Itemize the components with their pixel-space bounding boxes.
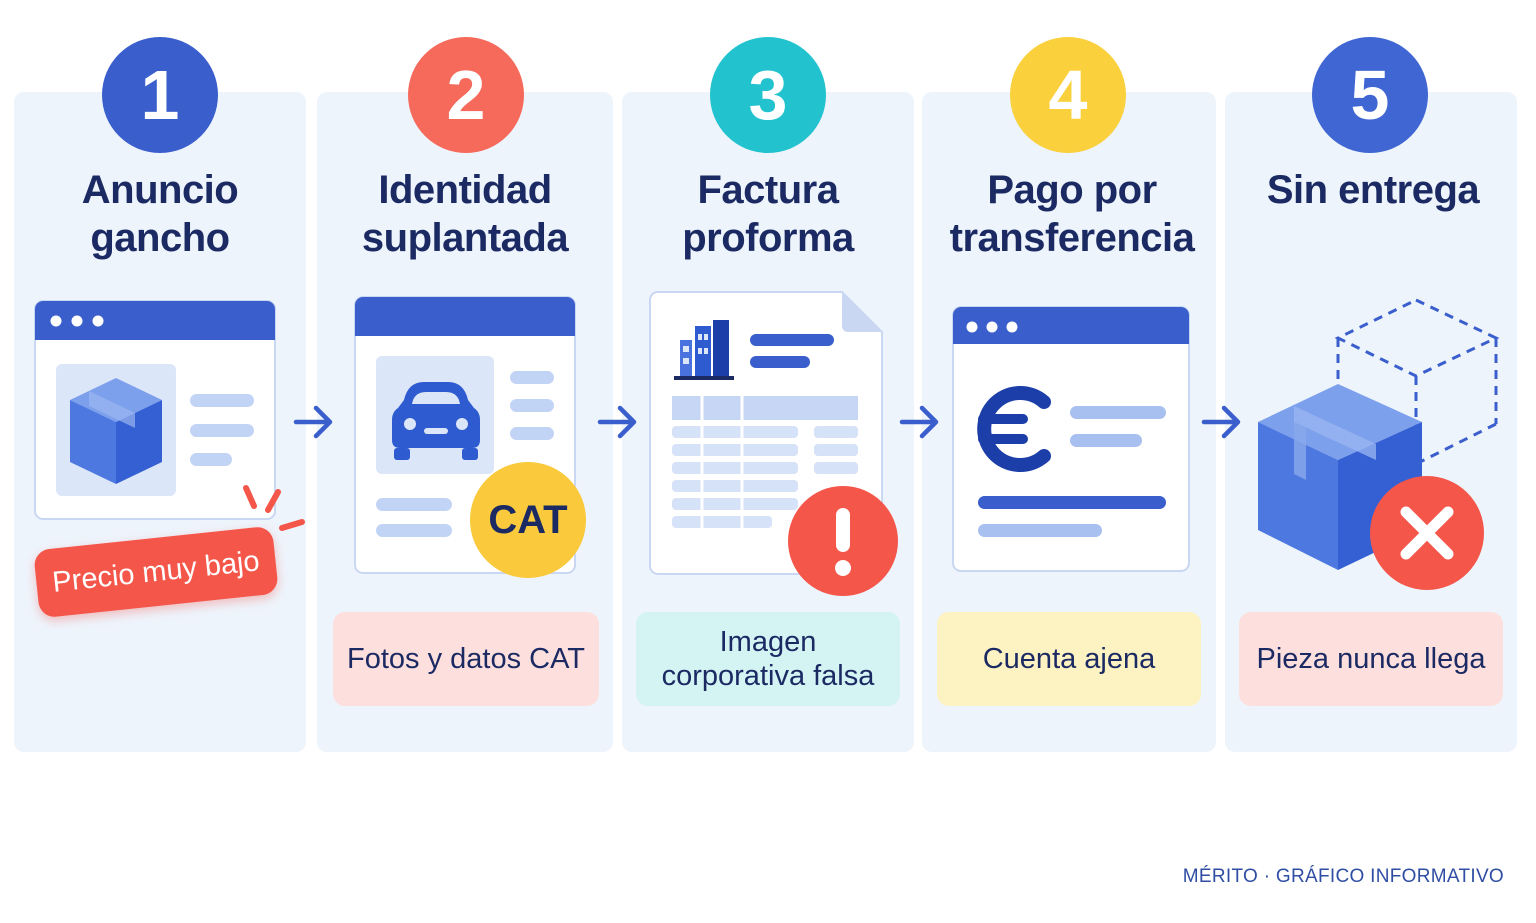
step-pill-3-line-1: Imagen bbox=[719, 626, 817, 658]
step-title-1: Anuncio gancho bbox=[14, 166, 306, 262]
step-title-3: Factura proforma bbox=[622, 166, 914, 262]
step-pill-2-line-1: Fotos y datos CAT bbox=[347, 643, 585, 675]
step-number-2: 2 bbox=[408, 37, 524, 153]
browser-window-box-icon bbox=[34, 300, 276, 520]
step-title-3-line-2: proforma bbox=[682, 216, 854, 260]
footer-credit: MÉRITO · GRÁFICO INFORMATIVO bbox=[1182, 866, 1504, 887]
arrow-right-icon bbox=[293, 405, 333, 439]
step-title-1-line-2: gancho bbox=[90, 216, 230, 260]
arrow-right-icon bbox=[899, 405, 939, 439]
step-title-2-line-2: suplantada bbox=[361, 216, 569, 260]
step-pill-3-line-2: corporativa falsa bbox=[661, 660, 875, 692]
step-title-1-line-1: Anuncio bbox=[81, 168, 239, 212]
step-pill-4-line-1: Cuenta ajena bbox=[982, 643, 1156, 675]
step-pill-3: Imagen corporativa falsa bbox=[636, 612, 900, 706]
step-number-3: 3 bbox=[710, 37, 826, 153]
step-title-4: Pago por transferencia bbox=[922, 166, 1222, 262]
step-pill-5: Pieza nunca llega bbox=[1239, 612, 1503, 706]
step-title-5: Sin entrega bbox=[1225, 166, 1521, 214]
step-pill-4: Cuenta ajena bbox=[937, 612, 1201, 706]
step-pill-2: Fotos y datos CAT bbox=[333, 612, 599, 706]
step-title-4-line-2: transferencia bbox=[949, 216, 1195, 260]
step-title-5-line-1: Sin entrega bbox=[1266, 168, 1480, 212]
cat-badge: CAT bbox=[470, 462, 586, 578]
step-number-5: 5 bbox=[1312, 37, 1428, 153]
step-title-2: Identidad suplantada bbox=[317, 166, 613, 262]
step-title-4-line-1: Pago por bbox=[987, 168, 1157, 212]
warning-icon bbox=[788, 486, 898, 596]
step-number-1: 1 bbox=[102, 37, 218, 153]
package-not-delivered-icon bbox=[1258, 298, 1500, 570]
arrow-right-icon bbox=[1201, 405, 1241, 439]
arrow-right-icon bbox=[597, 405, 637, 439]
step-title-3-line-1: Factura bbox=[697, 168, 840, 212]
step-pill-5-line-1: Pieza nunca llega bbox=[1256, 643, 1486, 675]
step-title-2-line-1: Identidad bbox=[378, 168, 552, 212]
close-icon bbox=[1370, 476, 1484, 590]
alert-burst-icon bbox=[243, 485, 305, 531]
step-number-4: 4 bbox=[1010, 37, 1126, 153]
euro-payment-window-icon bbox=[952, 306, 1190, 572]
